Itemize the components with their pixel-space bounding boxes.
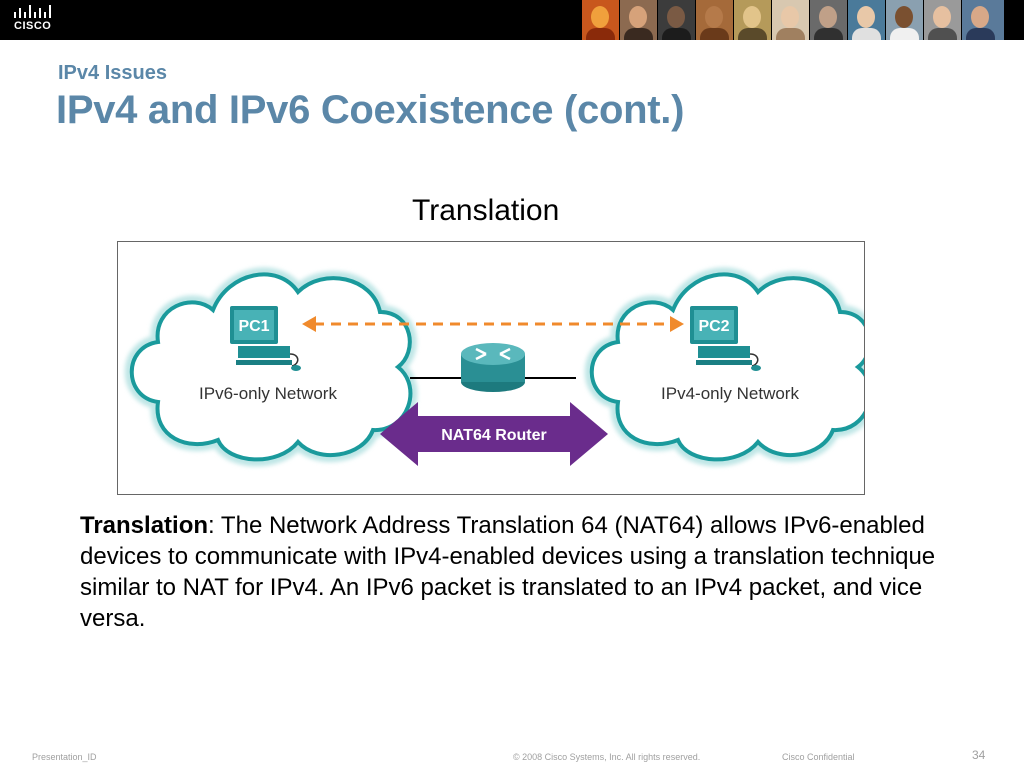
footer-confidential: Cisco Confidential xyxy=(782,752,855,762)
logo-wordmark: CISCO xyxy=(14,20,52,32)
nat64-diagram: PC1 PC2 IPv6-only Network IPv4-only Netw… xyxy=(117,241,865,495)
photo-tile xyxy=(620,0,657,40)
top-banner: CISCO xyxy=(0,0,1024,40)
body-paragraph: Translation: The Network Address Transla… xyxy=(80,510,960,634)
pc2-label: PC2 xyxy=(698,318,729,335)
ipv4-network-label: IPv4-only Network xyxy=(661,384,799,403)
cisco-bars-icon xyxy=(14,5,51,18)
photo-tile xyxy=(848,0,885,40)
slide-subtitle: IPv4 Issues xyxy=(58,62,167,84)
nat64-diagram-svg: PC1 PC2 IPv6-only Network IPv4-only Netw… xyxy=(124,267,864,467)
translation-double-arrow xyxy=(302,316,684,332)
pc1-label: PC1 xyxy=(238,318,269,335)
photo-tile xyxy=(886,0,923,40)
photo-tile xyxy=(696,0,733,40)
nat64-router-label: NAT64 Router xyxy=(441,427,547,444)
cisco-logo xyxy=(8,4,64,36)
photo-tile xyxy=(658,0,695,40)
photo-tile xyxy=(962,0,1004,40)
photo-tile xyxy=(924,0,961,40)
photo-tile xyxy=(582,0,619,40)
page-number: 34 xyxy=(972,748,986,762)
photo-tile xyxy=(734,0,771,40)
nat64-double-arrow xyxy=(380,402,608,466)
body-description: : The Network Address Translation 64 (NA… xyxy=(80,512,936,632)
footer-presentation-id: Presentation_ID xyxy=(32,752,97,762)
ipv4-cloud xyxy=(584,267,864,467)
diagram-caption: Translation xyxy=(412,194,560,227)
ipv6-cloud xyxy=(124,267,418,467)
ipv6-network-label: IPv6-only Network xyxy=(199,384,337,403)
pc1-computer-icon xyxy=(230,306,301,371)
body-term: Translation xyxy=(80,512,209,539)
router-icon xyxy=(461,343,525,392)
pc2-computer-icon xyxy=(690,306,761,371)
photo-tile xyxy=(772,0,809,40)
people-photo-strip xyxy=(582,0,1005,40)
footer-copyright: © 2008 Cisco Systems, Inc. All rights re… xyxy=(513,752,701,762)
slide-title: IPv4 and IPv6 Coexistence (cont.) xyxy=(56,88,685,132)
photo-tile xyxy=(810,0,847,40)
